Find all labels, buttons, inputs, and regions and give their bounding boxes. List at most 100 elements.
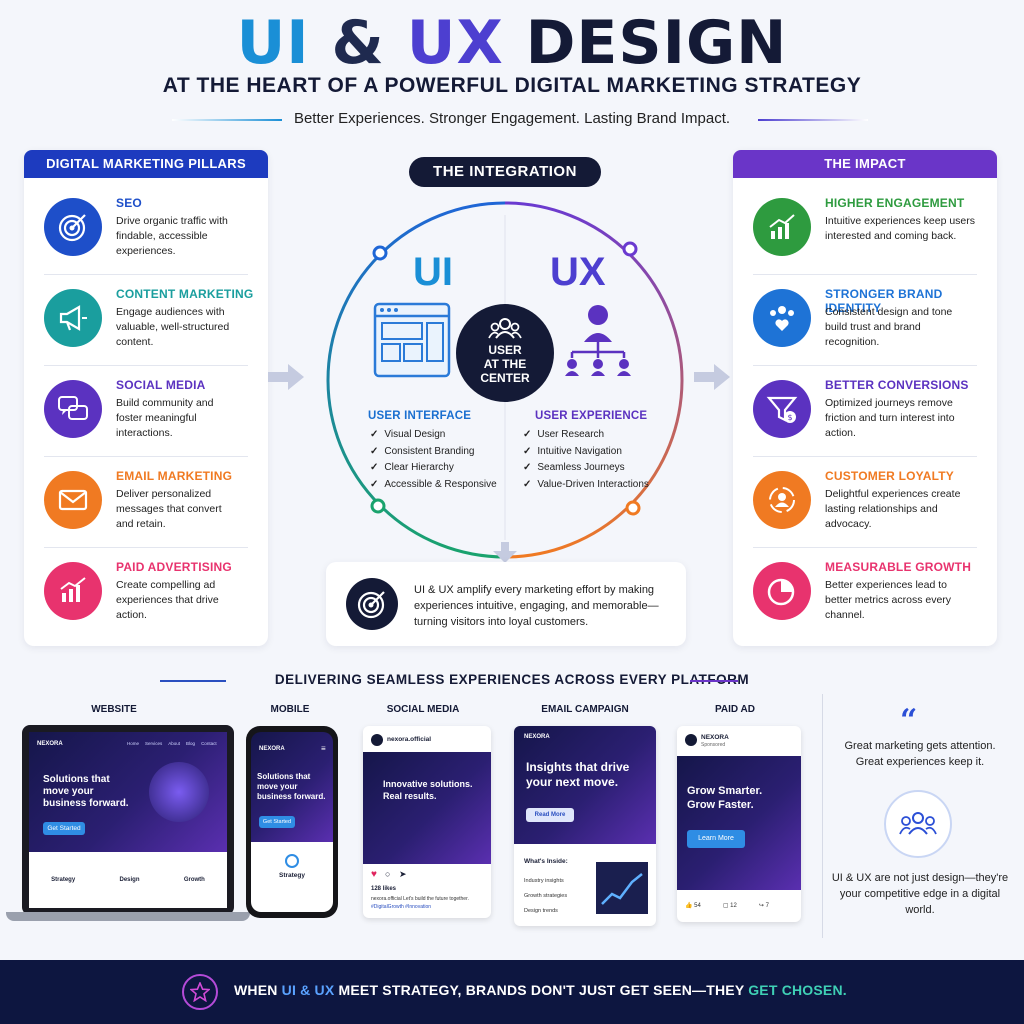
feature-strategy: Strategy	[51, 877, 76, 883]
ad-sponsored: Sponsored	[701, 742, 726, 748]
ad-comments-count: 12	[730, 903, 737, 909]
title-amp: &	[331, 8, 385, 78]
hamburger-menu-icon[interactable]: ≡	[321, 744, 326, 753]
pillars-title: SOCIAL MEDIA	[116, 378, 206, 392]
pillars-panel: DIGITAL MARKETING PILLARS SEO Drive organ…	[24, 150, 268, 646]
ad-shares[interactable]: ↪ 7	[759, 902, 769, 909]
growth-chart-icon	[753, 198, 811, 256]
email-read-more-button[interactable]: Read More	[526, 808, 574, 822]
email-inside-item: Design trends	[524, 908, 558, 914]
nav-contact-link[interactable]: Contact	[201, 741, 217, 746]
label-email-campaign: EMAIL CAMPAIGN	[541, 704, 629, 715]
tagline: Better Experiences. Stronger Engagement.…	[293, 110, 731, 127]
arrow-right-icon	[268, 364, 304, 390]
strategy-icon	[285, 854, 299, 868]
pillars-title: CONTENT MARKETING	[116, 287, 254, 301]
arrow-right-icon	[694, 364, 730, 390]
integration-statement: UI & UX amplify every marketing effort b…	[326, 562, 686, 646]
quote-text: Great marketing gets attention. Great ex…	[844, 740, 996, 768]
website-get-started-button[interactable]: Get Started	[43, 822, 85, 835]
ux-check-item: Intuitive Navigation	[523, 444, 649, 461]
ad-likes[interactable]: 👍 54	[685, 902, 701, 909]
footer-text: WHEN UI & UX MEET STRATEGY, BRANDS DON'T…	[234, 982, 847, 998]
ui-checklist: Visual Design Consistent Branding Clear …	[370, 427, 497, 493]
social-avatar	[371, 734, 383, 746]
website-hero-graphic	[149, 762, 209, 822]
ux-column-title: USER EXPERIENCE	[535, 410, 648, 422]
impact-item: CUSTOMER LOYALTY Delightful experiences c…	[733, 457, 997, 545]
people-heart-icon	[753, 289, 811, 347]
heart-icon[interactable]: ♥	[371, 869, 377, 880]
pillars-title: SEO	[116, 196, 142, 210]
quote-divider	[822, 694, 823, 938]
website-nav: Home Services About Blog Contact	[127, 741, 217, 746]
nav-blog-link[interactable]: Blog	[186, 741, 196, 746]
email-inside-title: What's Inside:	[524, 858, 568, 865]
nav-home-link[interactable]: Home	[127, 741, 140, 746]
footer-chosen: GET CHOSEN.	[748, 982, 847, 998]
label-social-media: SOCIAL MEDIA	[386, 704, 460, 715]
title-ux: UX	[406, 8, 504, 78]
tagline-divider-left	[172, 119, 282, 121]
impact-desc: Consistent design and tone build trust a…	[825, 306, 953, 348]
pillars-item: SEO Drive organic traffic with findable, …	[24, 184, 268, 272]
center-line-3: CENTER	[480, 371, 530, 385]
pillars-heading: DIGITAL MARKETING PILLARS	[24, 150, 268, 178]
email-headline: Insights that drive your next move.	[526, 760, 630, 789]
email-inside-list: Industry insights Growth strategies Desi…	[524, 874, 567, 919]
pillars-desc: Drive organic traffic with findable, acc…	[116, 215, 228, 257]
label-mobile: MOBILE	[270, 704, 310, 715]
title-design: DESIGN	[525, 8, 788, 78]
impact-title: STRONGER BRAND IDENTITY	[825, 287, 943, 315]
ad-learn-more-button[interactable]: Learn More	[687, 830, 745, 848]
mobile-feature-strategy: Strategy	[278, 872, 305, 879]
megaphone-icon	[44, 289, 102, 347]
platform-divider-right	[690, 680, 738, 682]
browser-window-icon	[373, 302, 451, 378]
share-icon[interactable]: ➤	[399, 869, 407, 879]
target-icon	[44, 198, 102, 256]
pillars-desc: Build community and foster meaningful in…	[116, 397, 214, 439]
social-hashtags[interactable]: #DigitalGrowth #Innovation	[371, 904, 432, 910]
nav-about-link[interactable]: About	[168, 741, 181, 746]
target-icon	[346, 578, 398, 630]
ui-label: UI	[413, 250, 453, 294]
email-inside-item: Growth strategies	[524, 893, 568, 899]
comment-icon[interactable]: ○	[385, 869, 391, 879]
footer-part1: WHEN	[234, 982, 282, 998]
paid-ad-card: NEXORA Sponsored Grow Smarter. Grow Fast…	[677, 726, 801, 922]
ux-check-item: User Research	[523, 427, 649, 444]
label-website: WEBSITE	[91, 704, 137, 715]
center-line-1: USER	[488, 343, 522, 357]
funnel-icon: $	[753, 380, 811, 438]
mobile-mockup: NEXORA ≡ Solutions that move your busine…	[246, 726, 338, 918]
loyalty-icon	[753, 471, 811, 529]
ui-check-item: Clear Hierarchy	[370, 460, 497, 477]
mobile-brand: NEXORA	[259, 746, 285, 752]
impact-desc: Optimized journeys remove friction and t…	[825, 397, 955, 439]
social-handle[interactable]: nexora.official	[387, 736, 432, 743]
mobile-get-started-button[interactable]: Get Started	[259, 816, 295, 828]
ad-comments[interactable]: ▢ 12	[723, 902, 737, 909]
users-group-icon	[488, 318, 522, 339]
impact-title: HIGHER ENGAGEMENT	[825, 196, 965, 210]
arrow-down-icon	[493, 542, 517, 563]
envelope-icon	[44, 471, 102, 529]
social-likes: 128 likes	[371, 886, 397, 892]
email-campaign-card: NEXORA Insights that drive your next mov…	[514, 726, 656, 926]
growth-chart-icon	[596, 862, 648, 914]
pillars-separator	[44, 547, 248, 548]
ui-check-item: Consistent Branding	[370, 444, 497, 461]
feature-design: Design	[119, 877, 140, 883]
chart-icon	[44, 562, 102, 620]
ux-check-item: Value-Driven Interactions	[523, 477, 649, 494]
impact-title: CUSTOMER LOYALTY	[825, 469, 954, 483]
star-icon	[182, 974, 218, 1010]
impact-desc: Delightful experiences create lasting re…	[825, 488, 961, 530]
user-at-center: USER AT THE CENTER	[456, 304, 554, 402]
nav-services-link[interactable]: Services	[145, 741, 163, 746]
